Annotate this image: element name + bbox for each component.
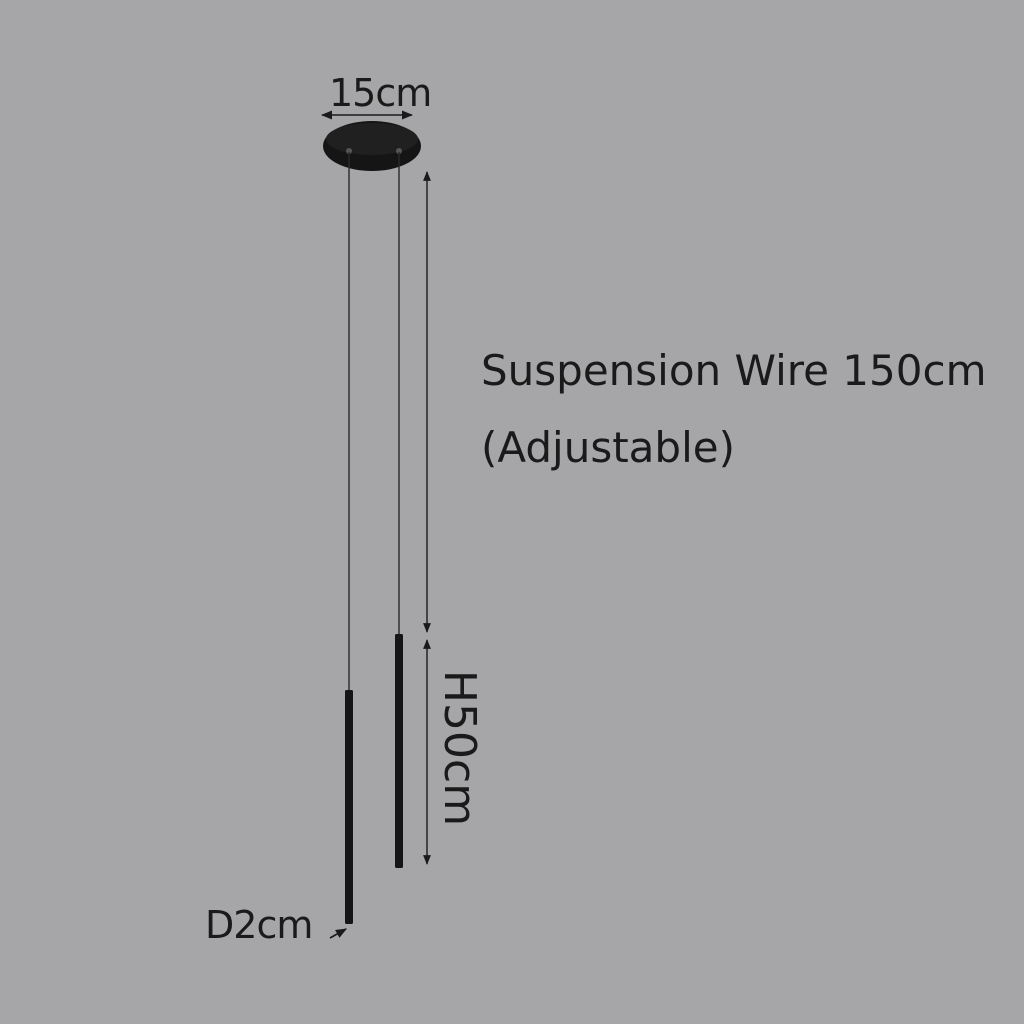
tube-height-label: H50cm [434, 669, 485, 827]
wire-adjustable-label: (Adjustable) [481, 423, 735, 472]
canopy-width-label: 15cm [329, 71, 432, 115]
lamp-tube-right [395, 634, 403, 868]
tube-diameter-pointer [329, 928, 347, 939]
lamp-tube-left [345, 690, 353, 924]
tube-diameter-label: D2cm [205, 903, 313, 947]
wire-length-label: Suspension Wire 150cm [481, 346, 987, 395]
ceiling-canopy [323, 121, 421, 171]
